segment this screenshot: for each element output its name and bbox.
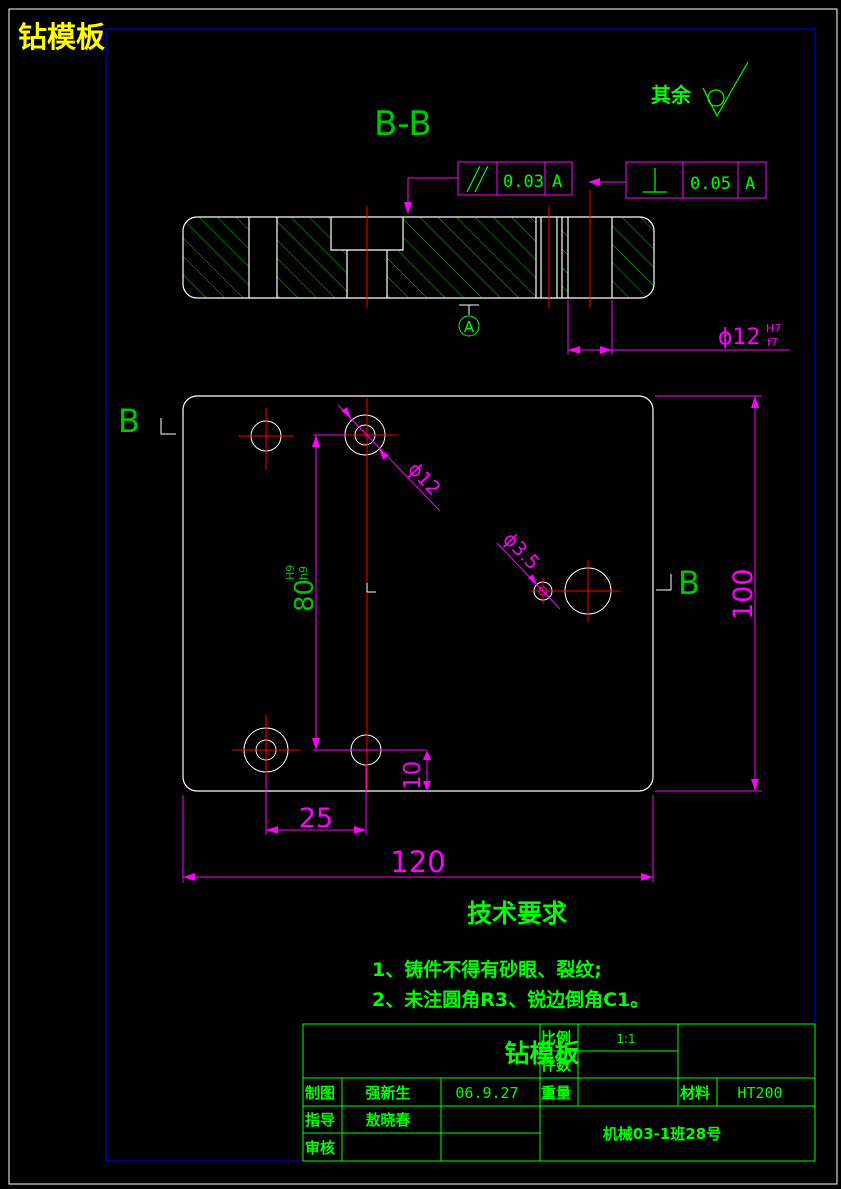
title-drawn-by: 强新生 — [365, 1084, 410, 1102]
dim-hole-12-text: ϕ12 — [403, 458, 444, 500]
datum-label: A — [464, 318, 475, 336]
fit-dimension: ϕ12 H7 f7 — [567, 300, 790, 355]
fit-dim-lower: f7 — [767, 336, 778, 349]
perpendicularity-value: 0.05 — [690, 174, 731, 194]
parallelism-value: 0.03 — [503, 172, 544, 192]
title-class-info: 机械03-1班28号 — [603, 1125, 721, 1143]
title-qty-label: 件数 — [541, 1056, 572, 1074]
datum-a-symbol: A — [458, 304, 480, 337]
dim-120-text: 120 — [390, 845, 445, 879]
dim-100-text: 100 — [728, 568, 759, 620]
page-title: 钻模板 — [18, 20, 106, 54]
section-mark-left-label: B — [118, 402, 140, 440]
title-part-name: 钻模板 — [504, 1039, 579, 1068]
dim-80: 80 H9 h9 — [284, 434, 426, 751]
dim-80-text: 80 — [290, 579, 320, 612]
dim-25-text: 25 — [299, 803, 333, 834]
dim-120: 120 — [182, 795, 654, 883]
tech-req-title: 技术要求 — [467, 899, 567, 928]
title-guide-by: 敖晓春 — [365, 1111, 410, 1129]
dim-80-tol-lower: h9 — [297, 566, 310, 580]
dim-hole-3-5: ϕ3.5 — [496, 528, 561, 610]
fit-dim-upper: H7 — [766, 322, 781, 335]
title-drawn-label: 制图 — [305, 1084, 335, 1102]
title-scale-value: 1:1 — [616, 1032, 635, 1046]
dim-hole-12: ϕ12 — [337, 404, 445, 512]
outer-border — [8, 8, 838, 1185]
dim-100: 100 — [655, 395, 762, 792]
dim-80-tol-upper: H9 — [284, 565, 297, 580]
parallelism-frame: 0.03 A — [404, 161, 573, 214]
dim-25: 25 — [265, 765, 367, 835]
title-material-value: HT200 — [737, 1084, 782, 1102]
title-drawn-date: 06.9.27 — [455, 1084, 518, 1102]
title-guide-label: 指导 — [305, 1111, 335, 1129]
perpendicularity-frame: 0.05 A — [588, 161, 767, 199]
section-mark-right-label: B — [678, 564, 700, 602]
tech-req-item-2: 2、未注圆角R3、锐边倒角C1。 — [372, 988, 649, 1011]
title-block — [302, 1023, 816, 1162]
title-weight-label: 重量 — [541, 1084, 571, 1102]
section-mark-right: B — [656, 564, 700, 602]
title-review-label: 审核 — [305, 1139, 335, 1157]
tech-req-item-1: 1、铸件不得有砂眼、裂纹; — [372, 958, 602, 981]
dim-10-text: 10 — [400, 761, 426, 790]
roughness-symbol-icon — [702, 61, 749, 118]
section-view — [182, 190, 655, 308]
perpendicularity-datum: A — [745, 174, 755, 194]
fit-dim-prefix: ϕ12 — [718, 325, 761, 350]
dim-10: 10 — [400, 750, 431, 791]
parallelism-datum: A — [552, 172, 562, 192]
title-scale-label: 比例 — [541, 1029, 571, 1047]
section-mark-left: B — [118, 402, 176, 440]
surface-finish-note: 其余 — [651, 83, 692, 107]
section-label: B-B — [374, 104, 432, 144]
title-material-label: 材料 — [680, 1084, 710, 1102]
plan-view — [182, 395, 654, 792]
